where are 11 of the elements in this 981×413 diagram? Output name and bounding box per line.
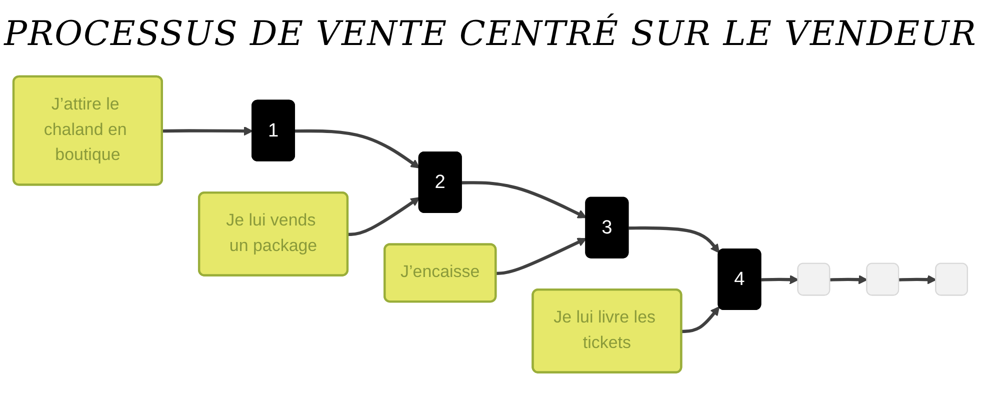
arrow: [830, 274, 868, 284]
arrow: [162, 126, 254, 136]
arrow: [496, 237, 587, 275]
arrow: [899, 274, 937, 284]
arrow: [462, 180, 587, 218]
arrow: [628, 226, 720, 253]
arrow: [295, 129, 420, 168]
arrow: [348, 196, 420, 236]
arrow: [761, 274, 799, 284]
arrow: [682, 306, 720, 333]
diagram-title: PROCESSUS DE VENTE CENTRÉ SUR LE VENDEUR: [2, 14, 978, 54]
